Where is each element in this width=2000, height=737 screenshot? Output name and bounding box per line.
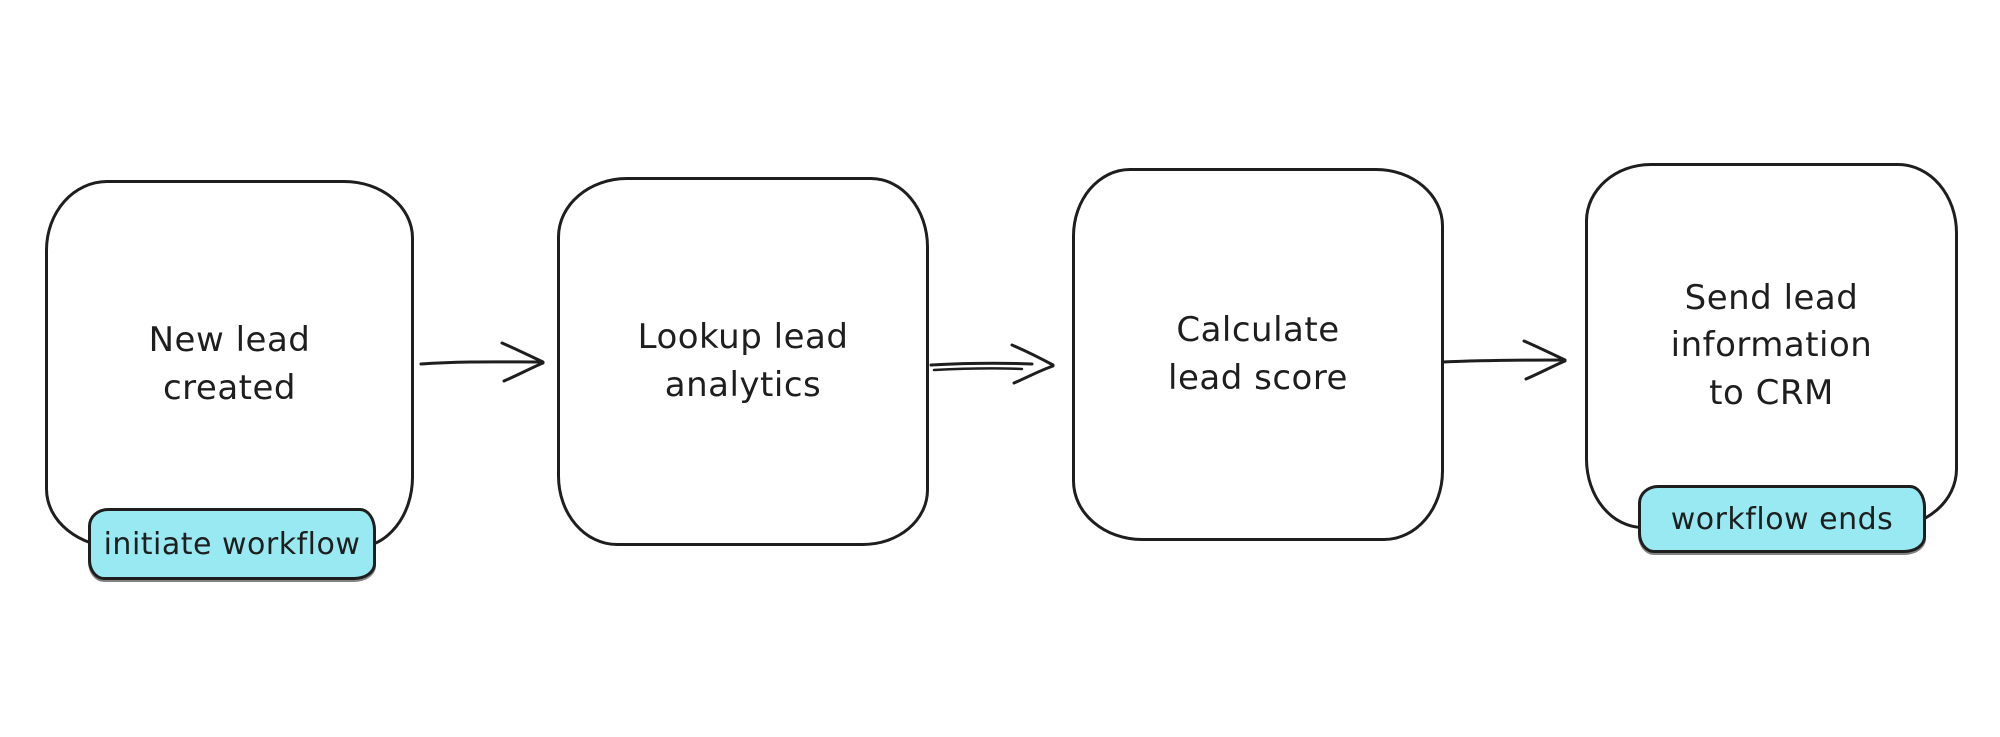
node-label: Lookup lead analytics — [637, 316, 849, 405]
node-label: Send lead information to CRM — [1670, 277, 1873, 413]
node-label: New lead created — [148, 319, 311, 408]
badge-workflow-ends: workflow ends — [1638, 485, 1926, 553]
node-send-lead-to-crm: Send lead information to CRM — [1585, 163, 1958, 529]
flow-arrow-3 — [1441, 339, 1567, 381]
badge-initiate-workflow: initiate workflow — [88, 508, 376, 580]
flow-arrow-1 — [419, 341, 545, 383]
node-calculate-lead-score: Calculate lead score — [1072, 168, 1444, 541]
node-lookup-lead-analytics: Lookup lead analytics — [557, 177, 929, 546]
node-new-lead-created: New lead created — [45, 180, 414, 549]
badge-label: initiate workflow — [103, 526, 361, 562]
node-label: Calculate lead score — [1168, 309, 1348, 398]
badge-label: workflow ends — [1670, 501, 1894, 537]
flow-arrow-2 — [929, 343, 1055, 385]
